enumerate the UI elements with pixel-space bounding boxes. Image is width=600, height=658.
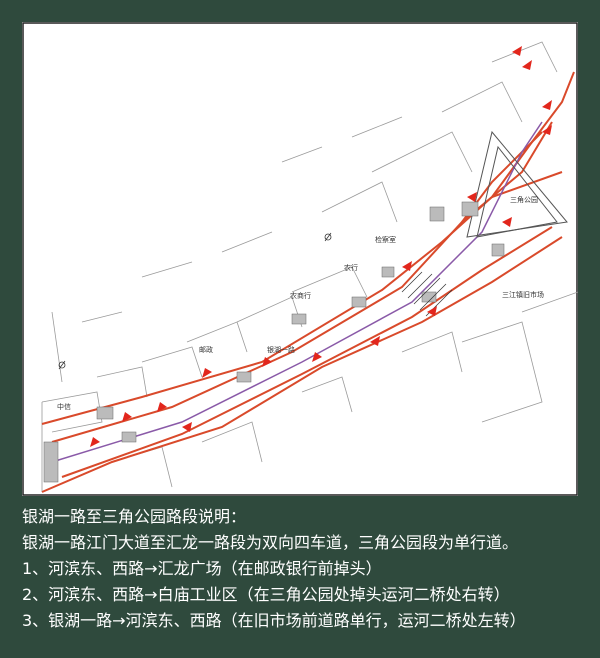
building-outlines [41, 41, 578, 492]
label-park: 三角公园 [510, 195, 538, 204]
traffic-arrows [90, 46, 552, 447]
label-police: 检察室 [375, 235, 396, 244]
label-road: 银湖一路 [267, 345, 295, 354]
crosswalks [43, 201, 505, 483]
triangle-park [466, 130, 568, 238]
map-symbols [58, 232, 332, 370]
road-edges [41, 71, 575, 493]
label-market: 三江镇旧市场 [502, 290, 544, 299]
label-bank: 农商行 [290, 291, 311, 300]
label-credit: 中信 [57, 402, 71, 411]
label-agri-bank: 农行 [344, 263, 358, 272]
map-border [22, 22, 578, 496]
notes-line-2: 1、河滨东、西路→汇龙广场（在邮政银行前掉头） [22, 559, 382, 578]
map-drawing: 三角公园 三江镇旧市场 邮政 农商行 农行 检察室 银湖一路 中信 [22, 22, 578, 496]
notes-panel: 银湖一路至三角公园路段说明： 银湖一路江门大道至汇龙一路段为双向四车道，三角公园… [22, 504, 582, 634]
notes-line-3: 2、河滨东、西路→白庙工业区（在三角公园处掉头运河二桥处右转） [22, 585, 510, 604]
road-map: 三角公园 三江镇旧市场 邮政 农商行 农行 检察室 银湖一路 中信 [22, 22, 578, 496]
notes-title: 银湖一路至三角公园路段说明： [22, 507, 247, 526]
label-post-office: 邮政 [199, 345, 213, 354]
notes-line-1: 银湖一路江门大道至汇龙一路段为双向四车道，三角公园段为单行道。 [22, 533, 519, 552]
notes-line-4: 3、银湖一路→河滨东、西路（在旧市场前道路单行，运河二桥处左转） [22, 611, 526, 630]
lane-line [51, 121, 543, 463]
